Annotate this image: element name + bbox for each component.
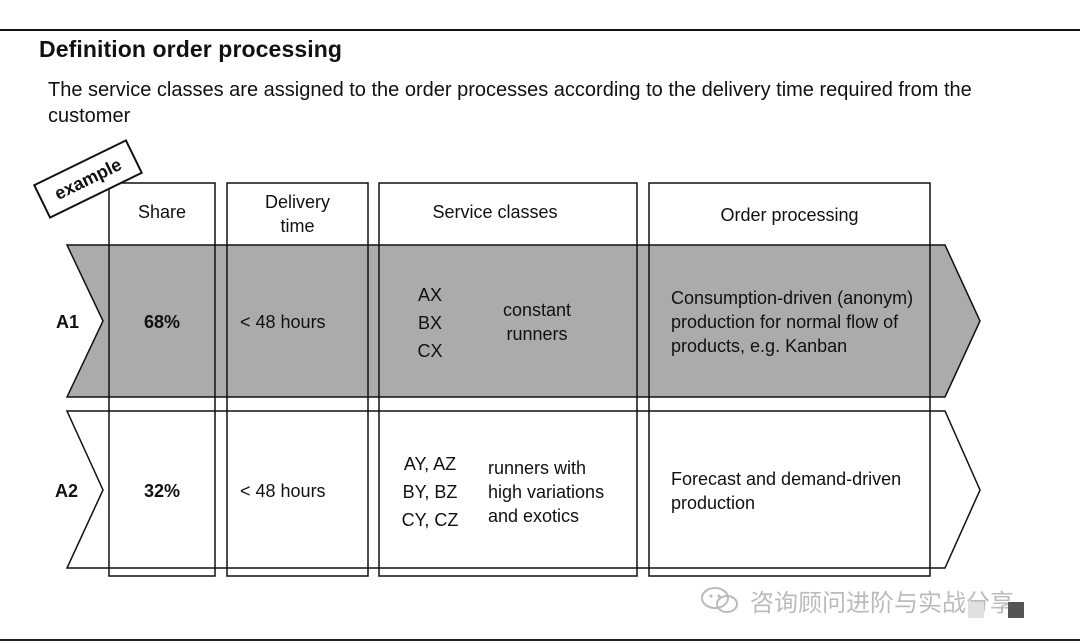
row-a1-class: CX xyxy=(417,341,443,361)
row-a1-share: 68% xyxy=(143,312,181,332)
row-a1-class: AX xyxy=(417,285,442,305)
row-a2-class: BY, BZ xyxy=(402,482,458,502)
row-a1-order-line: products, e.g. Kanban xyxy=(671,336,848,356)
row-a1-order-line: production for normal flow of xyxy=(671,312,899,332)
row-a2-order-line: Forecast and demand-driven xyxy=(671,469,902,489)
header-order: Order processing xyxy=(720,205,859,225)
row-a2-class: AY, AZ xyxy=(403,454,457,474)
row-a2-class-desc-line: runners with xyxy=(488,458,587,478)
top-rule xyxy=(0,29,1080,31)
watermark-square-dark xyxy=(1008,602,1024,618)
column-delivery-box xyxy=(226,182,369,577)
row-a2-share: 32% xyxy=(143,481,181,501)
row-a2-class: CY, CZ xyxy=(401,510,459,530)
row-a1-order-line: Consumption-driven (anonym) xyxy=(671,288,914,308)
row-a2-class-desc-line: and exotics xyxy=(488,506,580,526)
header-delivery-line2: time xyxy=(280,216,315,236)
row-a2-class-desc-line: high variations xyxy=(488,482,605,502)
column-order-box xyxy=(648,182,931,577)
row-a1-class-desc-line: constant xyxy=(502,300,572,320)
page-subtitle: The service classes are assigned to the … xyxy=(48,79,972,127)
row-a1-class-desc-line: runners xyxy=(506,324,568,344)
row-a1-class-desc: constant runners xyxy=(478,298,596,346)
row-a2-order-line: production xyxy=(671,493,756,513)
page-title: Definition order processing xyxy=(39,36,343,62)
row-a1-class: BX xyxy=(417,313,442,333)
row-a2-order: Forecast and demand-driven production xyxy=(671,467,941,515)
row-a2-band xyxy=(65,410,981,569)
row-a1-id: A1 xyxy=(56,312,80,332)
row-a1-delivery: < 48 hours xyxy=(240,312,326,332)
wechat-icon xyxy=(701,587,738,613)
row-a1-band xyxy=(65,244,981,398)
watermark-square-light xyxy=(968,602,984,618)
column-service-box xyxy=(378,182,638,577)
header-delivery-line1: Delivery xyxy=(264,192,330,212)
row-a2-delivery: < 48 hours xyxy=(240,481,326,501)
row-a2-id: A2 xyxy=(55,481,79,501)
header-delivery: Delivery time xyxy=(227,190,368,238)
row-a1-classes: AX BX CX xyxy=(405,281,455,365)
bottom-rule xyxy=(0,639,1080,641)
header-share: Share xyxy=(137,202,187,222)
row-a2-classes: AY, AZ BY, BZ CY, CZ xyxy=(395,450,465,534)
row-a1-order: Consumption-driven (anonym) production f… xyxy=(671,286,941,358)
row-a2-class-desc: runners with high variations and exotics xyxy=(488,456,628,528)
column-share-box xyxy=(108,182,216,577)
header-service: Service classes xyxy=(432,202,558,222)
watermark: 咨询顾问进阶与实战分享 xyxy=(700,580,1060,620)
